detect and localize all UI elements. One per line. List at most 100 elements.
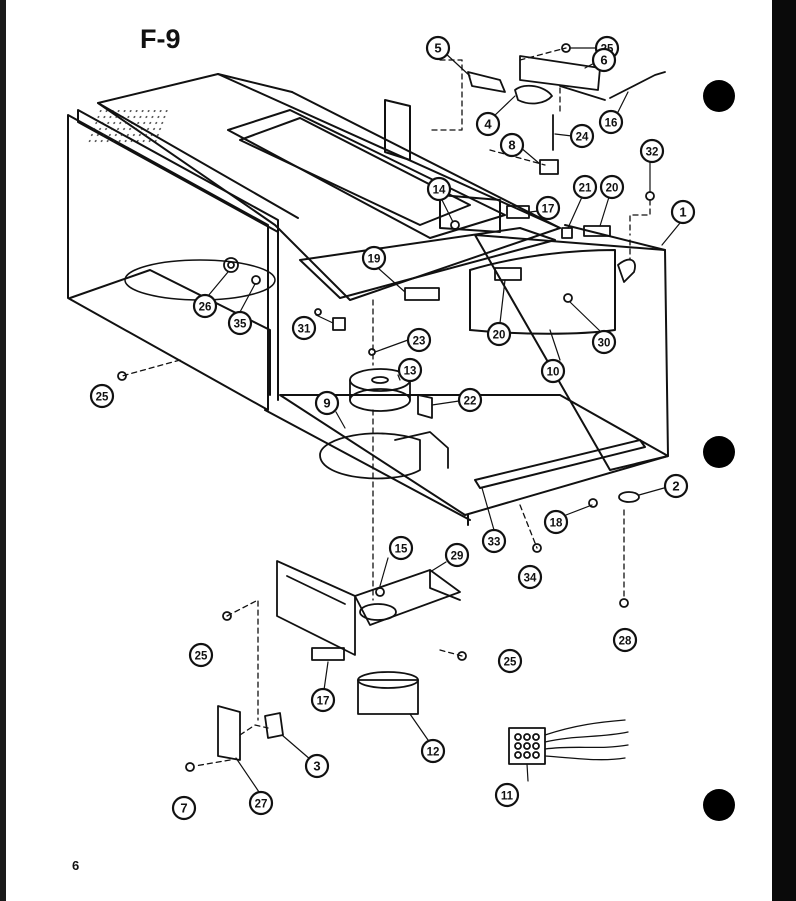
callout-circle [598, 109, 624, 135]
callout-c20b: 20 [486, 321, 512, 347]
callout-circle [171, 795, 197, 821]
callout-c14: 14 [426, 176, 452, 202]
oven-cavity-chassis [67, 73, 669, 526]
air-duct [319, 432, 421, 480]
callout-number: 12 [427, 747, 440, 759]
callout-c8: 8 [499, 132, 525, 158]
callout-c18: 18 [543, 509, 569, 535]
callout-circle [425, 35, 451, 61]
callout-number: 34 [524, 573, 537, 585]
callout-c35: 35 [227, 310, 253, 336]
callout-circle [388, 535, 414, 561]
callout-number: 22 [464, 396, 477, 408]
binder-hole [703, 789, 735, 821]
callout-number: 27 [255, 799, 268, 811]
callout-circle [397, 357, 423, 383]
callout-circle [494, 782, 520, 808]
callout-number: 33 [488, 537, 501, 549]
callout-circle [314, 390, 340, 416]
page-number: 6 [72, 858, 80, 873]
callout-circle [497, 648, 523, 674]
callout-number: 26 [199, 302, 212, 314]
callout-circle [670, 199, 696, 225]
callout-number: 9 [323, 396, 330, 411]
callout-number: 23 [413, 336, 426, 348]
callout-number: 25 [504, 657, 517, 669]
callout-c32: 32 [639, 138, 665, 164]
callout-number: 25 [195, 651, 208, 663]
callout-circle [248, 790, 274, 816]
callout-circle [457, 387, 483, 413]
callout-c34: 34 [517, 564, 543, 590]
callout-c27: 27 [248, 790, 274, 816]
callout-c19: 19 [361, 245, 387, 271]
callout-circle [361, 245, 387, 271]
callout-number: 35 [234, 319, 247, 331]
figure-title: F-9 [140, 24, 181, 54]
callout-c17b: 17 [310, 687, 336, 713]
callout-number: 7 [180, 801, 187, 816]
lamp-socket [467, 71, 506, 93]
callout-circle [517, 564, 543, 590]
callout-c16: 16 [598, 109, 624, 135]
callout-number: 17 [542, 204, 555, 216]
callout-c2: 2 [663, 473, 689, 499]
callout-number: 8 [508, 138, 515, 153]
callout-c30: 30 [591, 329, 617, 355]
callout-circle [540, 358, 566, 384]
callout-circle [227, 310, 253, 336]
callout-c1: 1 [670, 199, 696, 225]
callout-c17a: 17 [535, 195, 561, 221]
callout-number: 31 [298, 324, 311, 336]
callout-c12: 12 [420, 738, 446, 764]
callout-c15: 15 [388, 535, 414, 561]
callout-c10: 10 [540, 358, 566, 384]
callout-circle [569, 123, 595, 149]
callout-c20a: 20 [599, 174, 625, 200]
callout-number: 6 [600, 53, 607, 68]
callout-circle [639, 138, 665, 164]
callout-number: 20 [493, 330, 506, 342]
callout-circle [481, 528, 507, 554]
assembly-lines [121, 47, 651, 767]
callout-circle [426, 176, 452, 202]
callout-number: 29 [451, 551, 464, 563]
callout-circle [420, 738, 446, 764]
callout-circle [535, 195, 561, 221]
callout-circle [89, 383, 115, 409]
callout-c28: 28 [612, 627, 638, 653]
callout-c5: 5 [425, 35, 451, 61]
callout-c6: 6 [591, 47, 617, 73]
callout-circle [663, 473, 689, 499]
callout-c4: 4 [475, 111, 501, 137]
callout-circle [475, 111, 501, 137]
callout-c33: 33 [481, 528, 507, 554]
callout-c24: 24 [569, 123, 595, 149]
callout-c31: 31 [291, 315, 317, 341]
callout-number: 28 [619, 636, 632, 648]
callout-circle [612, 627, 638, 653]
callout-circle [304, 753, 330, 779]
callout-c25d: 25 [497, 648, 523, 674]
callout-c21: 21 [572, 174, 598, 200]
binder-hole [703, 80, 735, 112]
callout-number: 32 [646, 147, 659, 159]
callout-circle [572, 174, 598, 200]
callout-number: 16 [605, 118, 618, 130]
callout-number: 5 [434, 41, 441, 56]
callout-c23: 23 [406, 327, 432, 353]
small-components [117, 43, 666, 772]
callout-circle [599, 174, 625, 200]
callout-c25c: 25 [188, 642, 214, 668]
callout-circle [591, 47, 617, 73]
callout-number: 21 [579, 183, 592, 195]
callout-number: 25 [96, 392, 109, 404]
callout-number: 13 [404, 366, 417, 378]
callout-number: 2 [672, 479, 679, 494]
motor-bracket [276, 560, 356, 656]
callout-number: 10 [547, 367, 560, 379]
lamp [514, 84, 553, 105]
